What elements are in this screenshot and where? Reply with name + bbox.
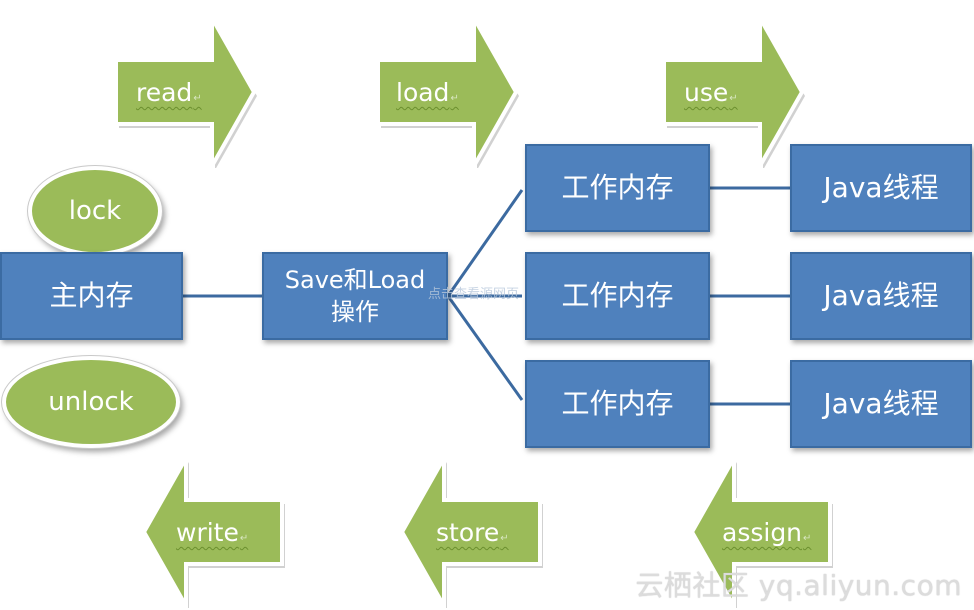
- save-load-label-line1: Save和Load: [284, 266, 426, 294]
- java-thread-box-1: Java线程: [790, 144, 972, 232]
- unlock-oval: unlock: [2, 356, 180, 448]
- work-memory-label: 工作内存: [561, 171, 674, 204]
- connector-op-to-work-3: [446, 295, 524, 401]
- store-arrow: store↵: [398, 452, 544, 608]
- watermark: 云栖社区 yq.aliyun.com: [635, 569, 962, 602]
- load-arrow: load↵: [374, 12, 520, 168]
- work-memory-box-1: 工作内存: [525, 144, 710, 232]
- read-label: read: [136, 78, 193, 107]
- write-label: write: [176, 518, 239, 547]
- assign-label: assign: [722, 518, 803, 547]
- main-memory-box: 主内存: [0, 252, 183, 340]
- lock-oval: lock: [28, 166, 162, 256]
- unlock-label: unlock: [48, 387, 134, 417]
- work-memory-label: 工作内存: [561, 279, 674, 312]
- load-label: load: [396, 78, 450, 107]
- java-thread-label: Java线程: [823, 171, 939, 204]
- lock-label: lock: [68, 196, 122, 226]
- work-memory-box-2: 工作内存: [525, 252, 710, 340]
- java-thread-box-3: Java线程: [790, 360, 972, 448]
- write-arrow: write↵: [140, 452, 286, 608]
- save-load-label-line2: 操作: [331, 298, 379, 326]
- save-load-box: Save和Load 操作: [262, 252, 448, 340]
- use-arrow: use↵: [660, 12, 806, 168]
- read-arrow: read↵: [112, 12, 258, 168]
- java-thread-box-2: Java线程: [790, 252, 972, 340]
- java-thread-label: Java线程: [823, 387, 939, 420]
- use-label: use: [684, 78, 729, 107]
- work-memory-label: 工作内存: [561, 387, 674, 420]
- overlay-stamp: 点击查看源网页: [428, 287, 520, 302]
- store-label: store: [436, 518, 500, 547]
- assign-arrow: assign↵: [688, 452, 834, 608]
- work-memory-box-3: 工作内存: [525, 360, 710, 448]
- java-thread-label: Java线程: [823, 279, 939, 312]
- main-memory-label: 主内存: [49, 279, 134, 312]
- connector-op-to-work-1: [446, 189, 524, 297]
